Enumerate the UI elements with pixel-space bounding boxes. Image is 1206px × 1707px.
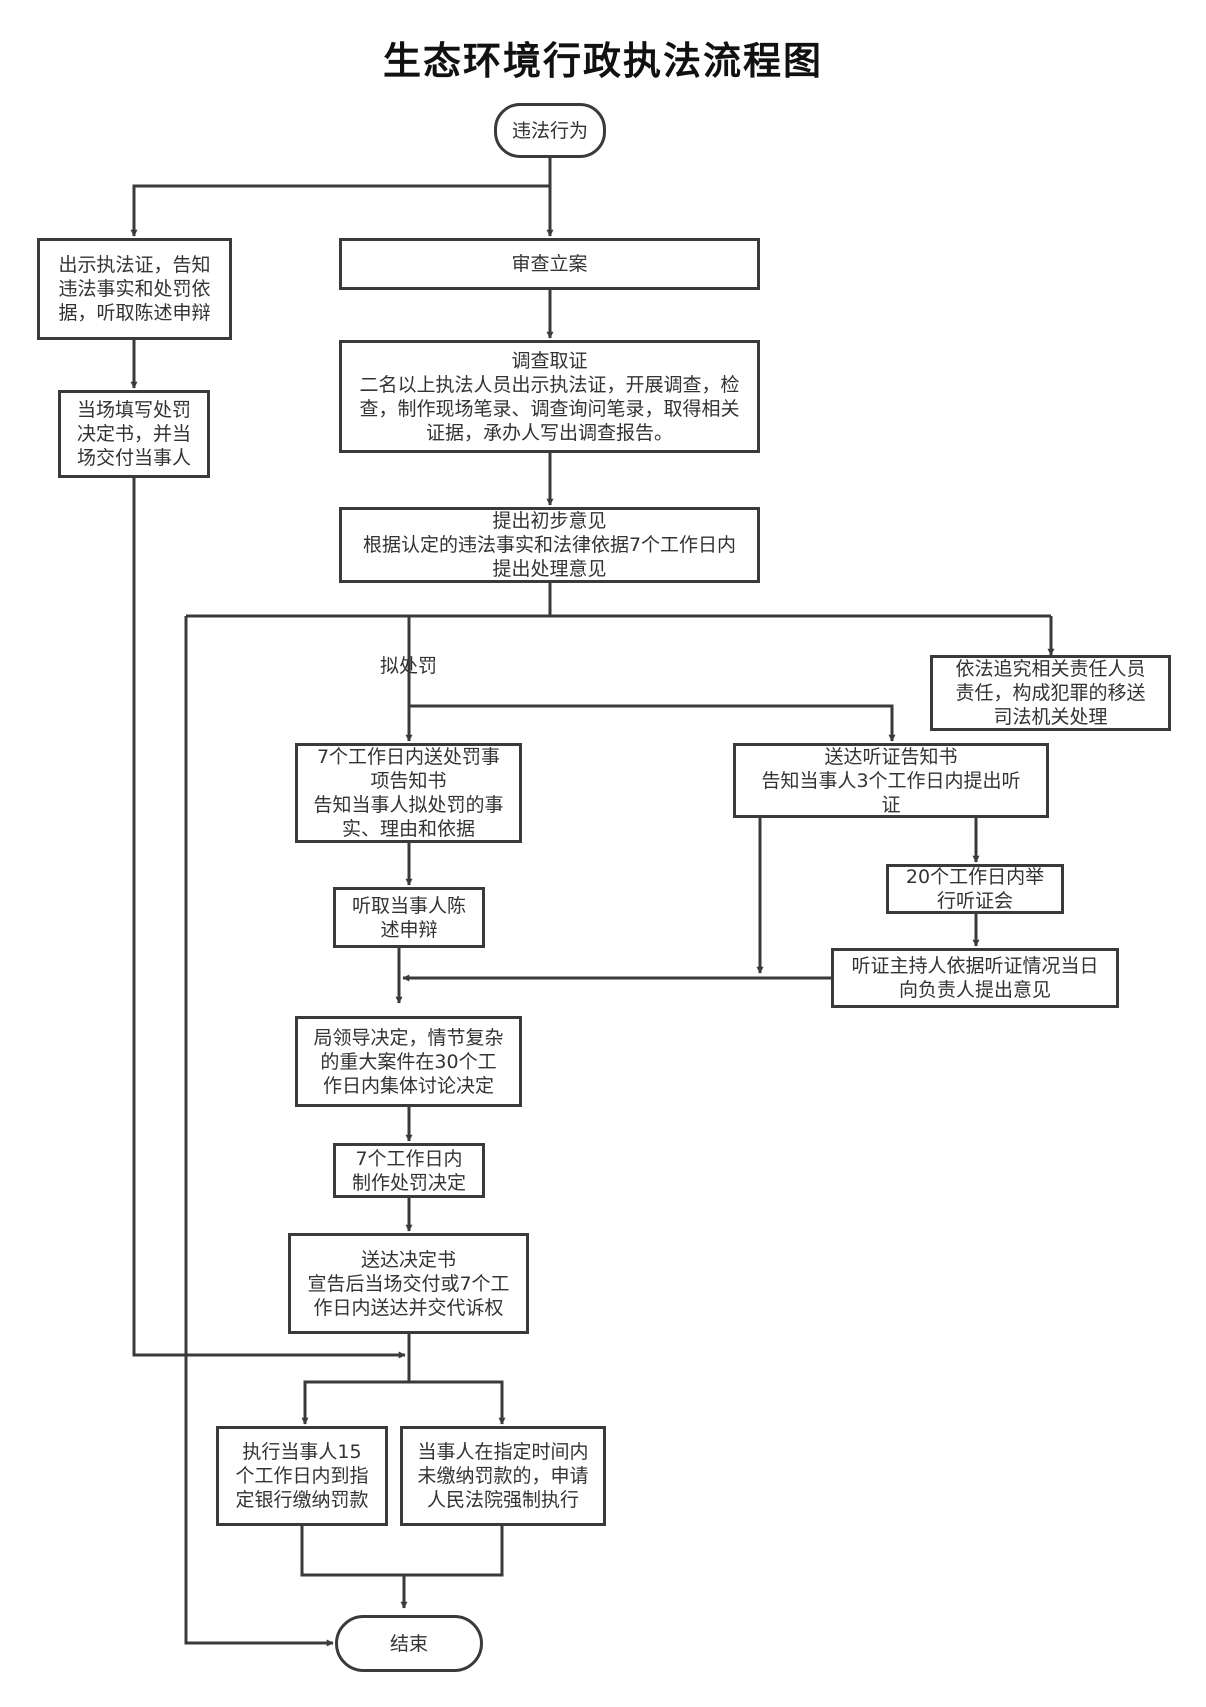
execute-box: 执行当事人15 个工作日内到指 定银行缴纳罚款 xyxy=(216,1426,388,1526)
edge-onsite-merge xyxy=(132,478,406,1359)
make-decision-box: 7个工作日内 制作处罚决定 xyxy=(333,1143,485,1198)
hearing-notice-label: 送达听证告知书 告知当事人3个工作日内提出听 证 xyxy=(761,745,1021,816)
show-cert-label: 出示执法证，告知 违法事实和处罚依 据，听取陈述申辩 xyxy=(58,254,211,324)
enforce-label: 当事人在指定时间内 未缴纳罚款的，申请 人民法院强制执行 xyxy=(417,1441,589,1511)
edge-branch-end xyxy=(184,616,334,1647)
host-opinion-box: 听证主持人依据听证情况当日 向负责人提出意见 xyxy=(831,948,1119,1008)
investigate-label: 调查取证 二名以上执法人员出示执法证，开展调查，检 查，制作现场笔录、调查询问笔… xyxy=(359,349,740,444)
make-decision-label: 7个工作日内 制作处罚决定 xyxy=(351,1147,466,1194)
listen-box: 听取当事人陈 述申辩 xyxy=(333,887,485,948)
end-label: 结束 xyxy=(389,1632,428,1655)
hold-hearing-box: 20个工作日内举 行听证会 xyxy=(886,864,1064,914)
investigate-box: 调查取证 二名以上执法人员出示执法证，开展调查，检 查，制作现场笔录、调查询问笔… xyxy=(339,340,760,453)
listen-label: 听取当事人陈 述申辩 xyxy=(351,894,466,941)
onsite-decision-label: 当场填写处罚 决定书，并当 场交付当事人 xyxy=(76,399,191,469)
page-title: 生态环境行政执法流程图 xyxy=(382,38,823,83)
hold-hearing-label: 20个工作日内举 行听证会 xyxy=(905,866,1045,912)
bureau-decision-box: 局领导决定，情节复杂 的重大案件在30个工 作日内集体讨论决定 xyxy=(295,1016,522,1107)
proposed-penalty-label: 拟处罚 xyxy=(380,655,438,677)
review-box: 审查立案 xyxy=(339,238,760,290)
notice-box: 7个工作日内送处罚事 项告知书 告知当事人拟处罚的事 实、理由和依据 xyxy=(295,743,522,843)
enforce-box: 当事人在指定时间内 未缴纳罚款的，申请 人民法院强制执行 xyxy=(400,1426,606,1526)
execute-label: 执行当事人15 个工作日内到指 定银行缴纳罚款 xyxy=(235,1441,369,1511)
review-label: 审查立案 xyxy=(511,253,588,275)
end-node: 结束 xyxy=(335,1615,483,1672)
start-node: 违法行为 xyxy=(494,103,606,158)
edge-split-enforce xyxy=(409,1380,506,1425)
deliver-label: 送达决定书 宣告后当场交付或7个工 作日内送达并交代诉权 xyxy=(307,1248,510,1319)
edge-proposed-hearing xyxy=(409,704,896,742)
edge-split-showcert xyxy=(130,184,550,237)
notice-label: 7个工作日内送处罚事 项告知书 告知当事人拟处罚的事 实、理由和依据 xyxy=(313,746,504,840)
judicial-label: 依法追究相关责任人员 责任，构成犯罪的移送 司法机关处理 xyxy=(955,658,1146,728)
hearing-notice-box: 送达听证告知书 告知当事人3个工作日内提出听 证 xyxy=(733,743,1049,818)
host-opinion-label: 听证主持人依据听证情况当日 向负责人提出意见 xyxy=(851,955,1099,1001)
deliver-box: 送达决定书 宣告后当场交付或7个工 作日内送达并交代诉权 xyxy=(288,1233,529,1334)
initial-opinion-label: 提出初步意见 根据认定的违法事实和法律依据7个工作日内 提出处理意见 xyxy=(362,510,737,580)
initial-opinion-box: 提出初步意见 根据认定的违法事实和法律依据7个工作日内 提出处理意见 xyxy=(339,507,760,583)
start-label: 违法行为 xyxy=(511,119,588,142)
edge-execute-end xyxy=(300,1526,504,1577)
judicial-box: 依法追究相关责任人员 责任，构成犯罪的移送 司法机关处理 xyxy=(930,655,1171,731)
show-cert-box: 出示执法证，告知 违法事实和处罚依 据，听取陈述申辩 xyxy=(37,238,232,340)
bureau-decision-label: 局领导决定，情节复杂 的重大案件在30个工 作日内集体讨论决定 xyxy=(313,1026,504,1097)
edge-split-execute xyxy=(301,1380,409,1425)
onsite-decision-box: 当场填写处罚 决定书，并当 场交付当事人 xyxy=(58,390,210,478)
